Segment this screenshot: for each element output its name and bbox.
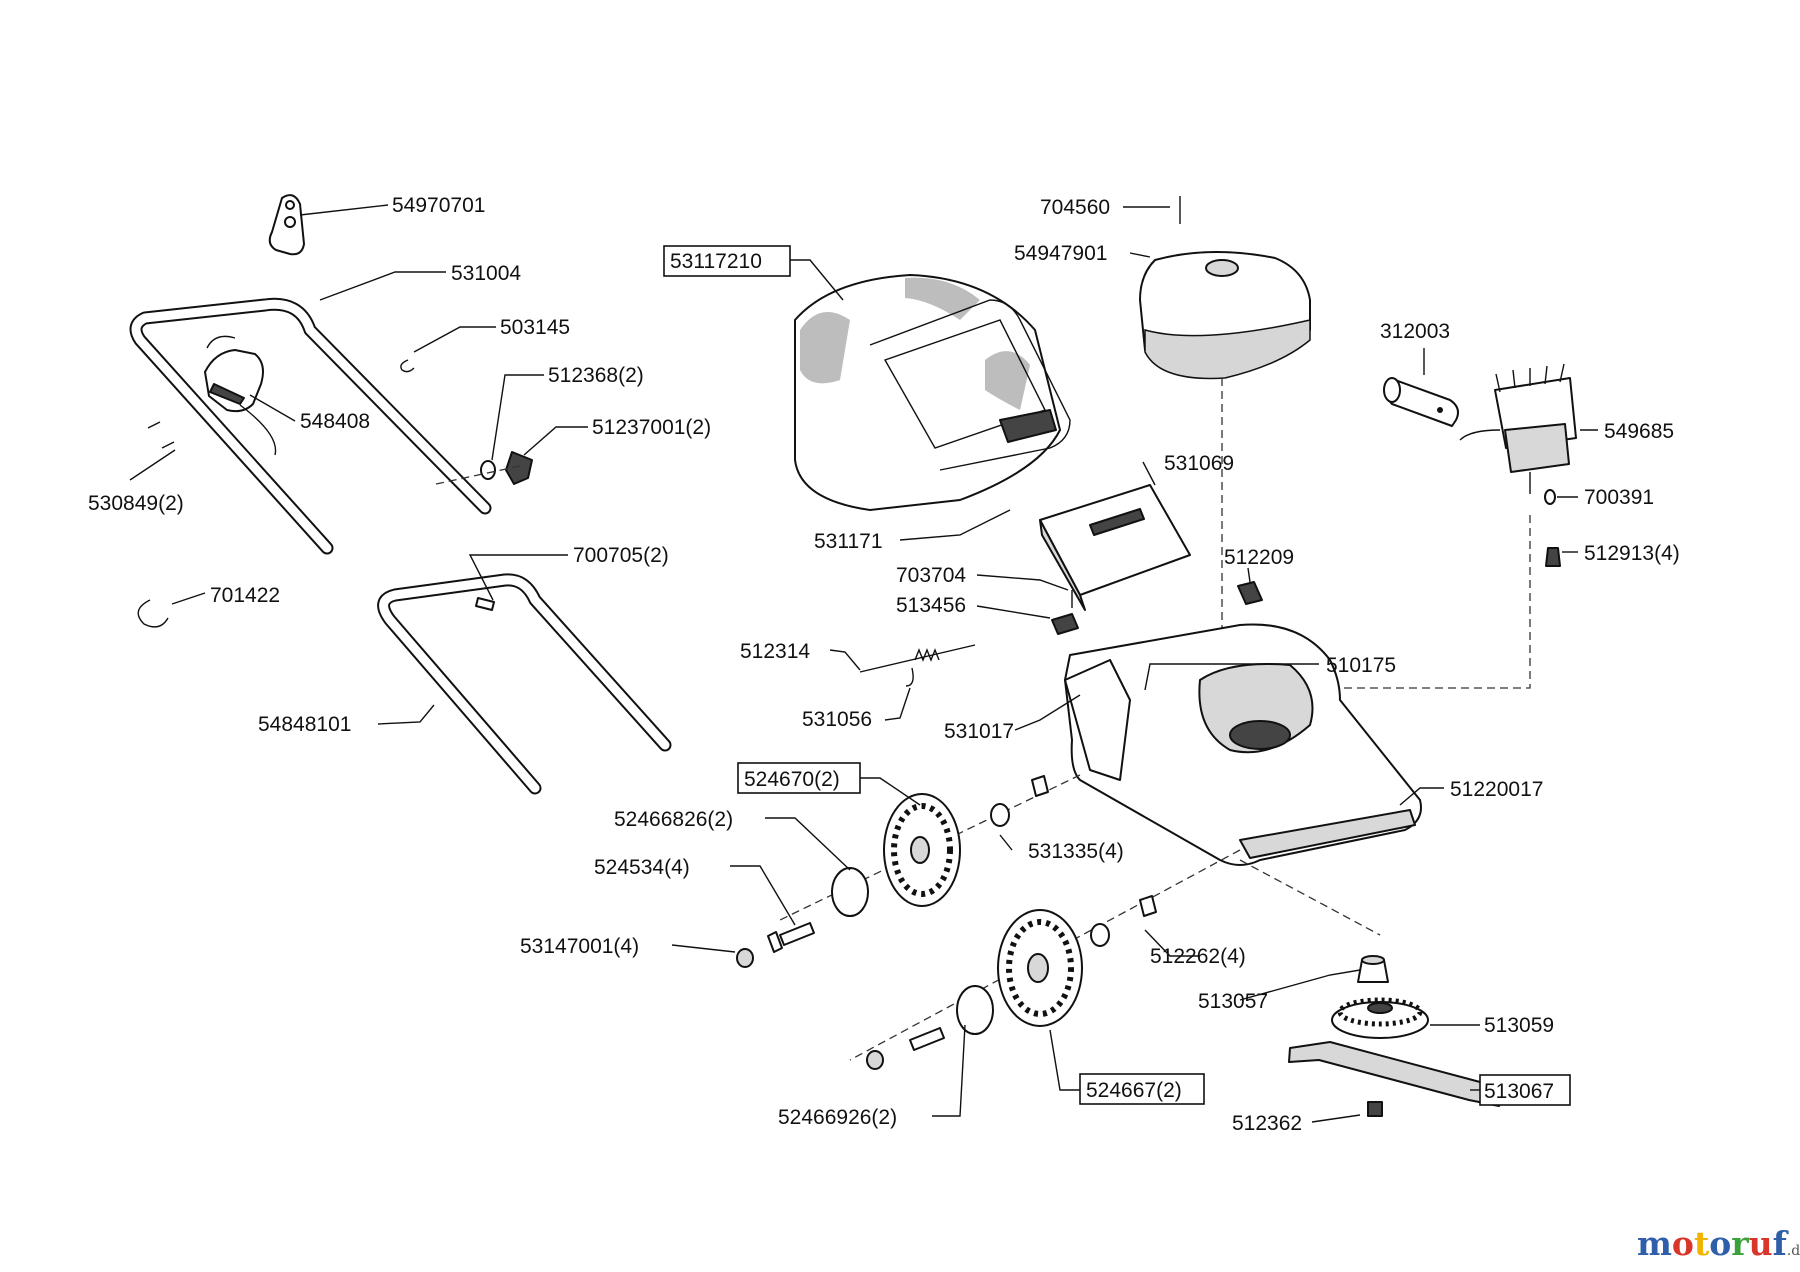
label-700705: 700705(2) bbox=[573, 544, 669, 567]
spring-rod-part bbox=[859, 644, 976, 687]
label-703704: 703704 bbox=[896, 564, 966, 587]
label-51237001: 51237001(2) bbox=[592, 416, 711, 439]
label-512368: 512368(2) bbox=[548, 364, 644, 387]
logo-letter: m bbox=[1637, 1224, 1672, 1263]
label-524667: 524667(2) bbox=[1086, 1079, 1182, 1102]
switch-box-part bbox=[204, 335, 277, 456]
label-53147001: 53147001(4) bbox=[520, 935, 639, 958]
label-701422: 701422 bbox=[210, 584, 280, 607]
logo-letter: u bbox=[1748, 1224, 1773, 1263]
label-53117210: 53117210 bbox=[670, 250, 762, 273]
cable-clip-part bbox=[268, 194, 305, 256]
label-51220017: 51220017 bbox=[1450, 778, 1543, 801]
motoruf-logo: motoruf.de bbox=[1637, 1224, 1800, 1263]
label-548408: 548408 bbox=[300, 410, 370, 433]
label-503145: 503145 bbox=[500, 316, 570, 339]
logo-letter: f bbox=[1772, 1224, 1787, 1263]
logo-letter: o bbox=[1671, 1224, 1694, 1263]
fan-513059-part bbox=[1331, 997, 1429, 1039]
label-524670: 524670(2) bbox=[744, 768, 840, 791]
bolt-524534-part bbox=[767, 922, 815, 953]
label-704560: 704560 bbox=[1040, 196, 1110, 219]
label-512209: 512209 bbox=[1224, 546, 1294, 569]
label-524534: 524534(4) bbox=[594, 856, 690, 879]
label-531004: 531004 bbox=[451, 262, 521, 285]
label-510175: 510175 bbox=[1326, 654, 1396, 677]
blade-513067-part bbox=[1288, 1041, 1506, 1107]
clip-503145-part bbox=[400, 359, 415, 373]
knob-assembly-part bbox=[435, 451, 533, 485]
logo-letter: o bbox=[1709, 1224, 1732, 1263]
clip-513456-part bbox=[1051, 613, 1079, 635]
washer-531335-part bbox=[990, 803, 1010, 827]
label-531069: 531069 bbox=[1164, 452, 1234, 475]
front-wheel-part bbox=[997, 909, 1083, 1027]
logo-text: motoruf bbox=[1637, 1224, 1787, 1263]
label-513057: 513057 bbox=[1198, 990, 1268, 1013]
mower-deck-part bbox=[1064, 623, 1422, 866]
label-52466826: 52466826(2) bbox=[614, 808, 733, 831]
key-700391-part bbox=[1544, 489, 1556, 505]
screws-530849-part bbox=[147, 421, 175, 449]
label-700391: 700391 bbox=[1584, 486, 1654, 509]
clip-512209-part bbox=[1237, 581, 1263, 605]
logo-letter: r bbox=[1731, 1224, 1749, 1263]
lower-handle-part bbox=[377, 573, 672, 795]
logo-letter: t bbox=[1693, 1224, 1710, 1263]
motor-cover-part bbox=[1139, 251, 1311, 380]
cap-front-part bbox=[866, 1050, 884, 1070]
label-531171: 531171 bbox=[814, 530, 883, 553]
rear-wheel-part bbox=[883, 793, 961, 907]
label-530849: 530849(2) bbox=[88, 492, 184, 515]
hubcap-52466826-part bbox=[831, 867, 869, 917]
screw-512913-part bbox=[1545, 547, 1561, 567]
label-512262: 512262(4) bbox=[1150, 945, 1246, 968]
label-531017: 531017 bbox=[944, 720, 1014, 743]
label-box-53117210 bbox=[663, 245, 791, 277]
capacitor-part bbox=[1383, 377, 1459, 427]
label-549685: 549685 bbox=[1604, 420, 1674, 443]
label-512913: 512913(4) bbox=[1584, 542, 1680, 565]
upper-handle-part bbox=[129, 297, 492, 555]
label-box-524667 bbox=[1079, 1073, 1205, 1105]
spacer-rear-part bbox=[1031, 775, 1049, 797]
label-54848101: 54848101 bbox=[258, 713, 351, 736]
label-box-513067 bbox=[1479, 1074, 1571, 1106]
label-box-524670 bbox=[737, 762, 861, 794]
label-512362: 512362 bbox=[1232, 1112, 1302, 1135]
washer-front-part bbox=[1090, 923, 1110, 947]
rear-cover-part bbox=[1039, 484, 1191, 611]
hubcap-52466926-part bbox=[956, 985, 994, 1035]
spacer-512262-part bbox=[1139, 895, 1157, 917]
ring-701422-part bbox=[137, 599, 169, 628]
logo-suffix: .de bbox=[1786, 1243, 1800, 1259]
bolt-front-part bbox=[909, 1027, 945, 1051]
label-531056: 531056 bbox=[802, 708, 872, 731]
motor-part bbox=[1459, 363, 1577, 494]
label-512314: 512314 bbox=[740, 640, 810, 663]
label-513059: 513059 bbox=[1484, 1014, 1554, 1037]
label-52466926: 52466926(2) bbox=[778, 1106, 897, 1129]
cap-53147001-part bbox=[736, 948, 754, 968]
label-54970701: 54970701 bbox=[392, 194, 485, 217]
grass-bag-part bbox=[794, 274, 1071, 511]
bolt-512362-part bbox=[1367, 1101, 1383, 1117]
label-312003: 312003 bbox=[1380, 320, 1450, 343]
adapter-513057-part bbox=[1357, 955, 1389, 983]
label-513456: 513456 bbox=[896, 594, 966, 617]
label-531335: 531335(4) bbox=[1028, 840, 1124, 863]
label-513067: 513067 bbox=[1484, 1080, 1554, 1103]
label-54947901: 54947901 bbox=[1014, 242, 1107, 265]
